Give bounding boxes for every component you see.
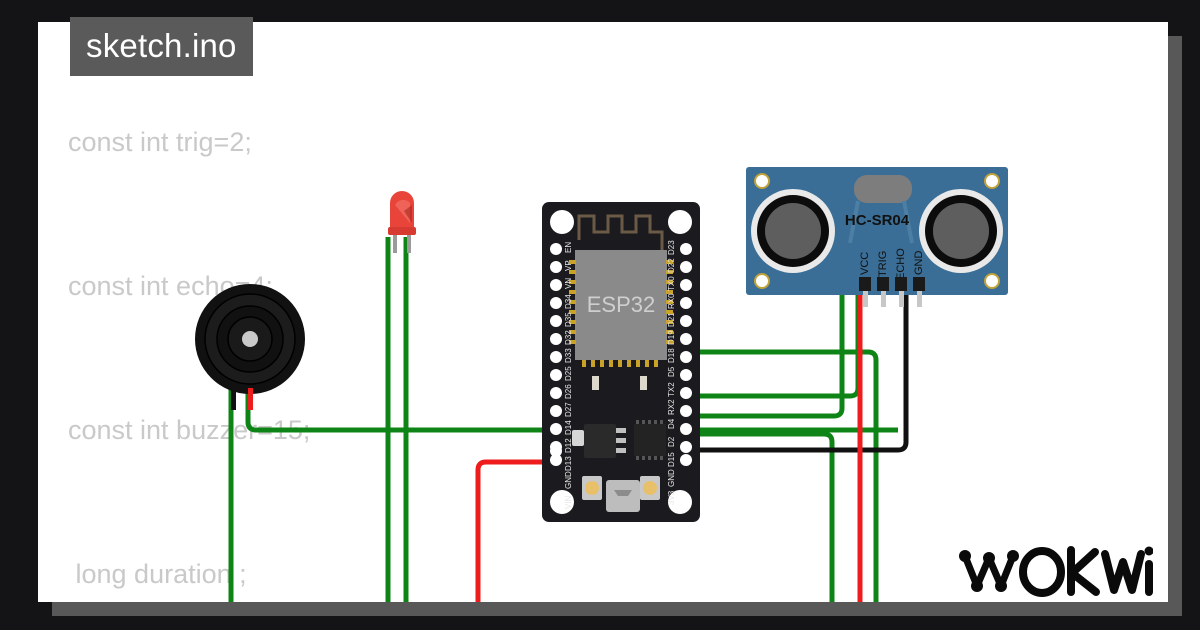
- svg-text:D4: D4: [667, 418, 676, 429]
- svg-text:D27: D27: [564, 402, 573, 417]
- esp32-chip-label: ESP32: [587, 292, 656, 317]
- wokwi-logo: [953, 540, 1154, 602]
- svg-text:D13: D13: [564, 456, 573, 471]
- svg-text:VIN: VIN: [564, 495, 573, 509]
- svg-text:RX2: RX2: [667, 399, 676, 415]
- svg-text:D26: D26: [564, 384, 573, 399]
- svg-text:ECHO: ECHO: [895, 248, 907, 280]
- svg-text:D2: D2: [667, 436, 676, 447]
- svg-text:GND: GND: [913, 251, 925, 276]
- svg-text:D14: D14: [564, 420, 573, 435]
- svg-text:D32: D32: [564, 330, 573, 345]
- svg-text:VN: VN: [564, 278, 573, 289]
- svg-text:D15: D15: [667, 452, 676, 467]
- component-buzzer[interactable]: [195, 284, 305, 410]
- wire-d5-trig: [700, 349, 879, 602]
- svg-text:D21: D21: [667, 312, 676, 327]
- svg-text:3V3: 3V3: [667, 490, 676, 505]
- svg-text:TRIG: TRIG: [877, 251, 889, 277]
- svg-text:D34: D34: [564, 294, 573, 309]
- hc-sr04-board-label: HC-SR04: [845, 212, 910, 229]
- diagram-canvas[interactable]: const int trig=2; const int echo=4; cons…: [38, 22, 1168, 602]
- svg-text:RX0: RX0: [667, 293, 676, 309]
- svg-text:D25: D25: [564, 366, 573, 381]
- wiring-layer: [228, 172, 909, 602]
- code-line: const int trig=2;: [68, 127, 252, 157]
- svg-text:D22: D22: [667, 258, 676, 273]
- svg-text:D33: D33: [564, 348, 573, 363]
- svg-text:D23: D23: [667, 240, 676, 255]
- svg-text:TX0: TX0: [667, 276, 676, 291]
- file-tab-sketch-ino[interactable]: sketch.ino: [70, 17, 253, 76]
- svg-text:GND: GND: [667, 469, 676, 487]
- svg-text:D5: D5: [667, 366, 676, 377]
- code-editor-text: const int trig=2; const int echo=4; cons…: [38, 22, 1168, 602]
- svg-text:D19: D19: [667, 330, 676, 345]
- wire-d15-buz: [700, 431, 835, 602]
- wire-d2-trig: [700, 172, 845, 419]
- svg-text:GND: GND: [564, 471, 573, 489]
- wire-vin-power: [475, 459, 598, 602]
- svg-text:EN: EN: [564, 242, 573, 253]
- code-line: long duration ;: [68, 559, 247, 589]
- svg-text:TX2: TX2: [667, 382, 676, 397]
- component-hc-sr04[interactable]: HC-SR04 VCC TRIG ECHO GND: [746, 167, 1008, 307]
- component-led[interactable]: [382, 185, 422, 275]
- code-line: const int echo=4;: [68, 271, 273, 301]
- svg-text:D12: D12: [564, 438, 573, 453]
- wire-buzzer-sig: [245, 372, 898, 433]
- svg-text:D18: D18: [667, 348, 676, 363]
- component-esp32-devkit[interactable]: ESP32: [542, 202, 700, 522]
- svg-text:D35: D35: [564, 312, 573, 327]
- svg-text:VCC: VCC: [859, 252, 871, 275]
- svg-text:VP: VP: [564, 260, 573, 271]
- wire-gnd-sensor: [700, 172, 909, 453]
